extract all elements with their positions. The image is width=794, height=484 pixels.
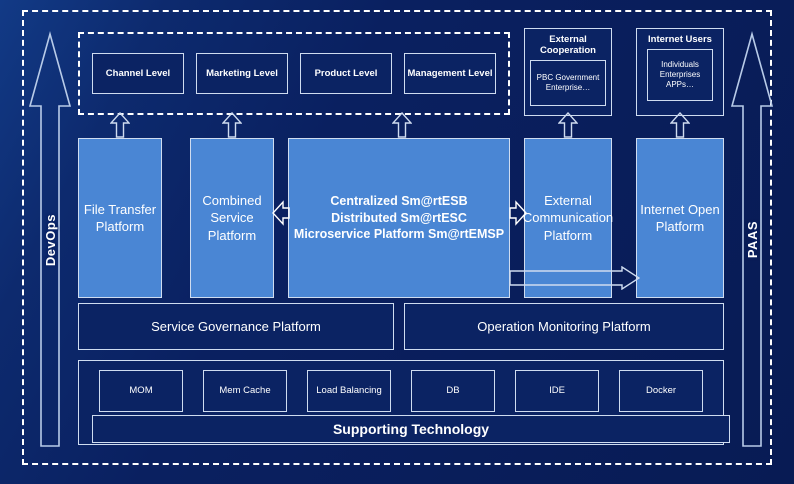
paas-label: PAAS <box>744 221 760 259</box>
platform-label: Combined Service Platform <box>202 193 262 243</box>
level-box-management[interactable]: Management Level <box>404 53 496 94</box>
level-box-channel[interactable]: Channel Level <box>92 53 184 94</box>
tech-box-mem-cache[interactable]: Mem Cache <box>203 370 287 412</box>
tech-box-mom[interactable]: MOM <box>99 370 183 412</box>
tech-label: Docker <box>645 385 677 397</box>
supporting-technology-bar[interactable]: Supporting Technology <box>92 415 730 443</box>
governance-label: Service Governance Platform <box>151 319 321 334</box>
devops-arrow: DevOps <box>28 30 72 450</box>
service-governance-platform[interactable]: Service Governance Platform <box>78 303 394 350</box>
esb-to-internet-open-arrow <box>509 265 641 291</box>
level-label: Channel Level <box>105 68 171 79</box>
tech-box-load-balancing[interactable]: Load Balancing <box>307 370 391 412</box>
governance-label: Operation Monitoring Platform <box>477 319 651 334</box>
tech-label: DB <box>446 385 460 397</box>
tech-label: Load Balancing <box>316 385 382 397</box>
tech-label: IDE <box>549 385 565 397</box>
level-label: Management Level <box>407 68 493 79</box>
platform-combined-service[interactable]: Combined Service Platform <box>190 138 274 298</box>
paas-arrow: PAAS <box>730 30 774 450</box>
external-cooperation-box[interactable]: External Cooperation PBC Government Ente… <box>524 28 612 116</box>
level-box-product[interactable]: Product Level <box>300 53 392 94</box>
internet-users-box[interactable]: Internet Users Individuals Enterprises A… <box>636 28 724 116</box>
level-box-marketing[interactable]: Marketing Level <box>196 53 288 94</box>
uplink-arrow-combined-service <box>222 112 242 138</box>
platform-internet-open[interactable]: Internet Open Platform <box>636 138 724 298</box>
platform-file-transfer[interactable]: File Transfer Platform <box>78 138 162 298</box>
uplink-arrow-internet-open <box>670 112 690 138</box>
tech-box-ide[interactable]: IDE <box>515 370 599 412</box>
uplink-arrow-esb <box>392 112 412 138</box>
internet-users-detail: Individuals Enterprises APPs… <box>647 49 713 102</box>
channel-levels-row: Channel Level Marketing Level Product Le… <box>80 34 508 113</box>
tech-label: Mem Cache <box>219 385 271 397</box>
outer-dashed-frame <box>22 10 772 465</box>
tech-box-docker[interactable]: Docker <box>619 370 703 412</box>
external-cooperation-detail: PBC Government Enterprise… <box>530 60 606 107</box>
devops-label: DevOps <box>42 213 58 267</box>
right-arrow-icon <box>509 200 527 226</box>
supporting-technology-row: MOM Mem Cache Load Balancing DB IDE Dock… <box>79 370 723 412</box>
external-cooperation-title: External Cooperation <box>540 34 596 57</box>
level-label: Product Level <box>314 68 378 79</box>
supporting-technology-label: Supporting Technology <box>332 421 490 437</box>
left-arrow-icon <box>272 200 290 226</box>
uplink-arrow-file-transfer <box>110 112 130 138</box>
up-arrow-icon <box>28 31 72 447</box>
tech-label: MOM <box>129 385 153 397</box>
channel-levels-group: Channel Level Marketing Level Product Le… <box>78 32 510 115</box>
level-label: Marketing Level <box>206 68 278 79</box>
platform-label: External Communication Platform <box>522 193 614 243</box>
up-arrow-icon <box>730 31 774 447</box>
platform-label: File Transfer Platform <box>83 201 157 234</box>
platform-label: Internet Open Platform <box>640 201 720 234</box>
operation-monitoring-platform[interactable]: Operation Monitoring Platform <box>404 303 724 350</box>
internet-users-title: Internet Users <box>648 34 712 45</box>
uplink-arrow-external-communication <box>558 112 578 138</box>
tech-box-db[interactable]: DB <box>411 370 495 412</box>
